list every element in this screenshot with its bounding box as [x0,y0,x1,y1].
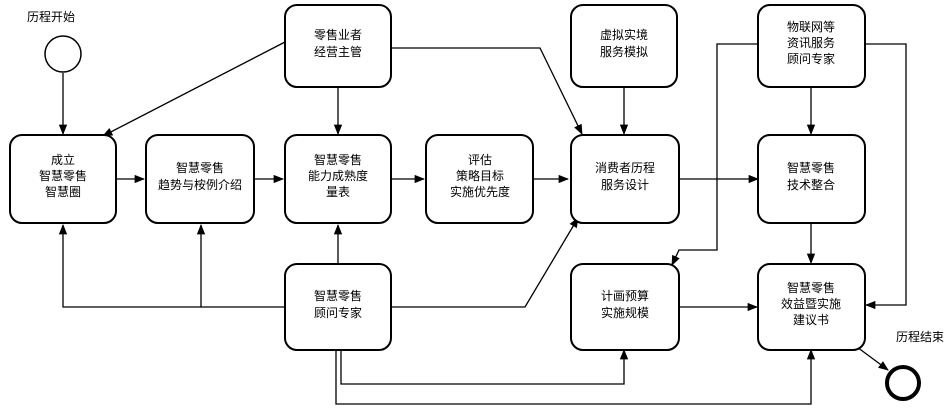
start-event-circle [44,35,82,73]
node-trends-cases: 智慧零售 趋势与桉例介绍 [145,134,255,224]
node-trends-line-1: 智慧零售 [176,160,224,175]
node-iot-line-3: 顾问专家 [787,51,835,66]
node-journey-line-1: 消费者历程 [595,160,655,175]
edge-consultant-to-journey [391,217,579,308]
node-maturity-line-2: 能力成熟度 [308,168,368,183]
edge-consultant-to-budget [340,348,629,385]
node-tech-line-2: 技术整合 [787,177,835,192]
node-virtual-line-1: 虚拟实境 [600,27,648,42]
node-consumer-journey: 消费者历程 服务设计 [570,134,680,224]
node-evaluate-line-1: 评估 [468,153,492,167]
node-iot-experts: 物联网等 资讯服务 顾问专家 [757,4,866,88]
node-maturity-scale: 智慧零售 能力成熟度 量表 [284,134,392,224]
start-event-label: 历程开始 [27,9,75,24]
node-iot-line-1: 物联网等 [787,20,835,34]
edge-consultant-to-trends [196,223,285,308]
edge-iot-to-benefit [864,43,907,310]
node-budget-line-2: 实施规模 [601,305,649,320]
node-iot-line-2: 资讯服务 [787,35,835,50]
node-establish-line-3: 智慧圈 [45,184,81,199]
node-virtual-simulation: 虚拟实境 服务模拟 [570,4,678,88]
node-trends-line-2: 趋势与桉例介绍 [158,177,242,192]
node-retail-mgr-line-1: 零售业者 [314,27,362,42]
node-evaluate-line-2: 策略目标 [456,168,504,183]
node-tech-integration: 智慧零售 技术整合 [757,134,866,224]
node-evaluate-priority: 评估 策略目标 实施优先度 [425,134,534,224]
edge-consultant-to-benefit [335,348,816,405]
node-tech-line-1: 智慧零售 [787,160,835,175]
node-maturity-line-1: 智慧零售 [314,152,362,167]
edge-retailmgr-to-establish [102,41,286,137]
edge-consultant-to-establish [58,223,201,308]
node-establish-line-2: 智慧零售 [39,168,87,183]
edge-iot-to-budget [671,43,758,266]
start-event: 历程开始 [27,9,82,73]
node-benefit-line-1: 智慧零售 [787,280,835,295]
node-establish-smart-retail-circle: 成立 智慧零售 智慧圈 [9,134,117,224]
node-retail-managers: 零售业者 经营主管 [284,4,392,88]
node-consultant-line-1: 智慧零售 [314,288,362,303]
node-budget-scale: 计画预算 实施规模 [570,263,680,351]
node-benefit-proposal: 智慧零售 效益暨实施 建议书 [757,263,866,351]
node-establish-line-1: 成立 [51,152,75,167]
connectors [58,41,907,405]
node-benefit-line-2: 效益暨实施 [781,296,841,311]
node-evaluate-line-3: 实施优先度 [450,184,510,199]
edge-retailmgr-to-journey [391,47,583,135]
edge-benefit-to-end [856,346,889,371]
node-journey-line-2: 服务设计 [601,177,649,192]
node-benefit-line-3: 建议书 [793,313,829,327]
node-retail-consultant: 智慧零售 顾问专家 [284,263,392,351]
node-budget-line-1: 计画预算 [601,288,649,303]
node-consultant-line-2: 顾问专家 [314,305,362,320]
end-event-label: 历程结束 [896,329,944,344]
end-event: 历程结束 [885,329,944,401]
node-virtual-line-2: 服务模拟 [600,44,648,59]
node-maturity-line-3: 量表 [326,185,350,199]
node-retail-mgr-line-2: 经营主管 [314,44,362,59]
end-event-circle [885,365,921,401]
